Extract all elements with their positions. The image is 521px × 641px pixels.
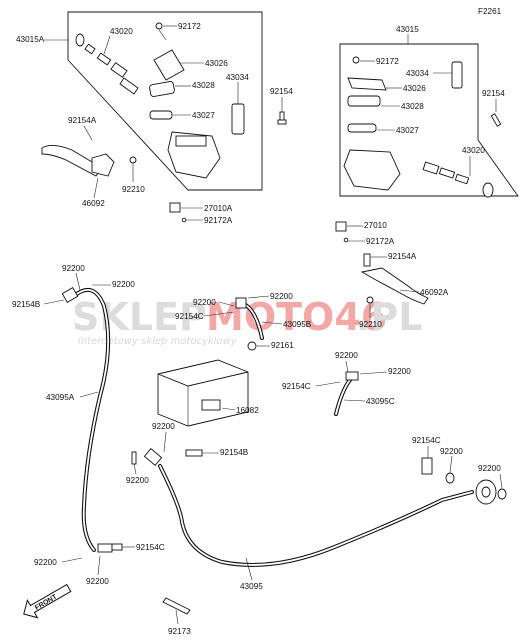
- watermark-tagline: internetowy sklep motocyklowy: [78, 336, 238, 347]
- label-92173: 92173: [168, 627, 191, 636]
- label-43034-left: 43034: [226, 73, 249, 82]
- figure-code: F2261: [478, 7, 502, 16]
- nut-92210-left: [129, 156, 137, 164]
- brake-lever-right: [360, 267, 429, 305]
- bolt-92154-right: [490, 113, 502, 127]
- label-43028-right: 43028: [401, 102, 424, 111]
- label-92210-left: 92210: [122, 185, 145, 194]
- switch-27010: [335, 221, 347, 232]
- label-43026-left: 43026: [205, 59, 228, 68]
- label-43028-left: 43028: [192, 81, 215, 90]
- screw-92172A-right: [343, 237, 349, 243]
- label-43027-right: 43027: [396, 126, 419, 135]
- label-92154-right: 92154: [482, 89, 505, 98]
- label-92154C-mid: 92154C: [136, 543, 165, 552]
- label-92172A-left: 92172A: [204, 216, 233, 225]
- banjo-fitting-right: [451, 61, 463, 89]
- label-43026-right: 43026: [403, 84, 426, 93]
- banjo-fitting-left: [231, 103, 245, 135]
- hose-43095B: [235, 297, 264, 340]
- label-92200-i: 92200: [152, 422, 175, 431]
- label-92200-c: 92200: [34, 558, 57, 567]
- label-92154C-right: 92154C: [412, 436, 441, 445]
- label-92154A-right: 92154A: [388, 252, 417, 261]
- nut-92210-right: [366, 296, 374, 304]
- plate-left: [149, 110, 173, 120]
- label-92200-f: 92200: [270, 292, 293, 301]
- right-master-cylinder-frame: 43015 92172 43034 43026 43028 43027 4302…: [339, 25, 519, 198]
- washer-92200-far-right: [497, 488, 507, 500]
- diaphragm-left: [149, 81, 175, 97]
- label-92200-e: 92200: [193, 298, 216, 307]
- hose-43095A: [61, 287, 113, 553]
- label-43015A: 43015A: [16, 35, 45, 44]
- label-92154A-left: 92154A: [68, 116, 97, 125]
- label-43095C: 43095C: [366, 397, 395, 406]
- label-92154B-bottom: 92154B: [220, 448, 249, 457]
- bolt-92154A-right: [363, 253, 371, 267]
- label-92200-b: 92200: [112, 280, 135, 289]
- label-92200-g: 92200: [335, 351, 358, 360]
- label-46092A: 46092A: [420, 288, 449, 297]
- bolt-92154-left: [277, 111, 287, 125]
- label-43020-left: 43020: [110, 27, 133, 36]
- switch-27010A: [169, 202, 181, 213]
- washer-92200-right: [445, 472, 455, 484]
- washer-92200-left: [131, 451, 137, 465]
- label-43095A: 43095A: [46, 393, 75, 402]
- watermark-right: .PL: [356, 295, 423, 339]
- label-43027-left: 43027: [192, 111, 215, 120]
- label-27010: 27010: [364, 221, 387, 230]
- label-43015: 43015: [396, 25, 419, 34]
- label-92154-left: 92154: [270, 87, 293, 96]
- front-arrow: FRONT: [23, 583, 72, 619]
- label-46092: 46092: [82, 199, 105, 208]
- label-16082: 16082: [236, 406, 259, 415]
- label-92154B-left: 92154B: [12, 300, 41, 309]
- label-92200-h: 92200: [388, 367, 411, 376]
- label-43034-right: 43034: [406, 69, 429, 78]
- plate-right: [347, 123, 377, 133]
- label-92200-l: 92200: [478, 464, 501, 473]
- reservoir-cap-left: [153, 49, 185, 81]
- diaphragm-right: [347, 95, 381, 107]
- label-92210-right: 92210: [359, 320, 382, 329]
- brake-lever-left: [41, 145, 115, 177]
- piston-kit-left: [75, 33, 139, 95]
- label-92200-j: 92200: [126, 476, 149, 485]
- label-27010A: 27010A: [204, 204, 233, 213]
- label-92154C-r2: 92154C: [282, 382, 311, 391]
- label-92161: 92161: [271, 341, 294, 350]
- left-master-cylinder-frame: 43015A 43020 92172 43026 43034 43028: [16, 11, 263, 191]
- screw-92172-left: [155, 22, 163, 30]
- hose-43095: [143, 448, 497, 567]
- hose-43095C: [334, 371, 359, 416]
- screw-92172A-left: [181, 217, 187, 223]
- bolt-92154C-right: [421, 457, 433, 475]
- watermark-left: SKLEP: [72, 295, 207, 339]
- label-92200-a: 92200: [62, 264, 85, 273]
- label-92172-right: 92172: [376, 57, 399, 66]
- label-92200-d: 92200: [86, 577, 109, 586]
- label-43095B: 43095B: [283, 320, 312, 329]
- label-43020-right: 43020: [462, 146, 485, 155]
- label-92172A-right: 92172A: [366, 237, 395, 246]
- label-92200-k: 92200: [440, 447, 463, 456]
- grommet-92161: [247, 341, 257, 351]
- clamp-92173: [162, 597, 191, 615]
- bolt-92154B-bottom: [185, 449, 203, 457]
- label-92172-left: 92172: [178, 22, 201, 31]
- abs-unit-16082: [157, 359, 249, 427]
- screw-92172-right: [352, 56, 360, 64]
- piston-kit-right: [422, 161, 494, 198]
- reservoir-cap-right: [347, 77, 387, 91]
- cylinder-body-right: [343, 149, 401, 191]
- label-92154C-m2: 92154C: [175, 312, 204, 321]
- label-43095: 43095: [240, 582, 263, 591]
- bolt-92154C-left: [111, 543, 123, 551]
